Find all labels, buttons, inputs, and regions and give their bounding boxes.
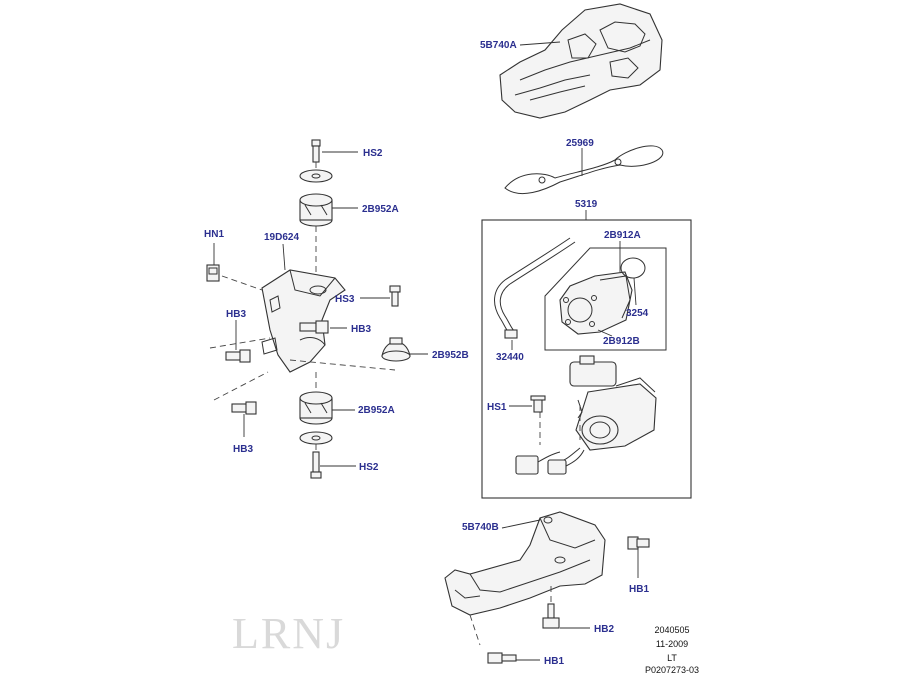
screw-hs1 xyxy=(530,395,546,413)
ref-line-1: 2040505 xyxy=(654,625,689,635)
mounting-bracket-19d624 xyxy=(261,269,346,373)
label-hb1-right: HB1 xyxy=(629,584,649,595)
label-32440: 32440 xyxy=(496,352,524,363)
bolt-hb3-left xyxy=(225,349,251,363)
nut-hn1 xyxy=(206,264,220,282)
label-5319: 5319 xyxy=(575,199,598,210)
label-hs2-top: HS2 xyxy=(363,148,383,159)
label-2b952b: 2B952B xyxy=(432,350,469,361)
label-hs2-bottom: HS2 xyxy=(359,462,379,473)
washer-top xyxy=(299,169,333,183)
rubber-mount-2b952a-top xyxy=(299,193,333,227)
air-tube-part xyxy=(494,237,576,339)
bolt-hs2-bottom xyxy=(310,451,322,479)
label-2b912b: 2B912B xyxy=(603,336,640,347)
label-3254: 3254 xyxy=(626,308,649,319)
upper-cover-part xyxy=(499,3,663,119)
rubber-mount-2b952a-bottom xyxy=(299,391,333,425)
label-hb3-bottom: HB3 xyxy=(233,444,253,455)
cylinder-head-part xyxy=(559,271,633,335)
label-hs1: HS1 xyxy=(487,402,507,413)
bolt-hs2-top xyxy=(311,139,321,163)
label-hb2: HB2 xyxy=(594,624,614,635)
lower-tray-part xyxy=(444,511,606,616)
label-2b912a: 2B912A xyxy=(604,230,641,241)
washer-bottom xyxy=(299,431,333,445)
ref-line-4: P0207273-03 xyxy=(645,665,699,675)
label-2b952a-bottom: 2B952A xyxy=(358,405,395,416)
label-hb3-left: HB3 xyxy=(226,309,246,320)
assembly-box-5319 xyxy=(481,219,692,499)
bolt-hb1-bottom xyxy=(487,652,517,664)
label-5b740a: 5B740A xyxy=(480,40,517,51)
o-ring-part xyxy=(620,257,646,279)
watermark-text: LRNJ xyxy=(232,609,345,658)
compressor-unit-part xyxy=(554,355,657,463)
label-hb3-mid: HB3 xyxy=(351,324,371,335)
screw-hs3 xyxy=(389,285,401,307)
bolt-hb2 xyxy=(542,603,560,629)
label-19d624: 19D624 xyxy=(264,232,299,243)
label-hs3: HS3 xyxy=(335,294,355,305)
reference-code-block: 2040505 11-2009 LT P0207273-03 xyxy=(645,625,699,675)
ref-line-3: LT xyxy=(667,653,677,663)
bolt-hb1-right xyxy=(627,536,650,550)
ref-line-2: 11-2009 xyxy=(656,639,688,649)
bolt-hb3-bottom xyxy=(231,401,257,415)
rubber-mount-2b952b xyxy=(381,337,411,362)
wiring-connector-part xyxy=(515,449,585,475)
label-hb1-bottom: HB1 xyxy=(544,656,564,667)
loop-cable-part xyxy=(504,145,664,194)
label-2b952a-top: 2B952A xyxy=(362,204,399,215)
label-25969: 25969 xyxy=(566,138,594,149)
subassembly-box xyxy=(544,247,667,351)
label-hn1: HN1 xyxy=(204,229,224,240)
label-5b740b: 5B740B xyxy=(462,522,499,533)
bolt-hb3-mid xyxy=(299,320,329,334)
